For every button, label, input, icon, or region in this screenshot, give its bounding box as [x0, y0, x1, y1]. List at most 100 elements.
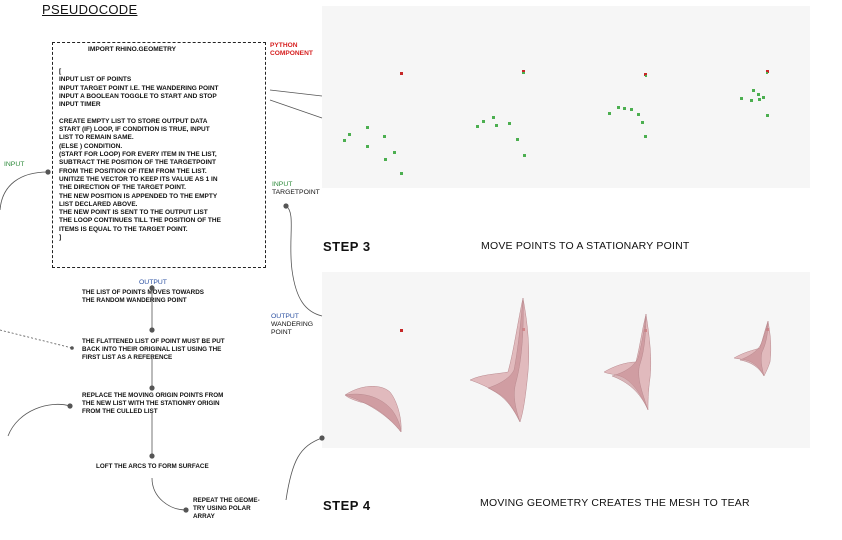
connector-node	[149, 327, 155, 333]
mesh-surface-1	[344, 386, 402, 433]
code-line: INPUT A BOOLEAN TOGGLE TO START AND STOP	[59, 92, 217, 100]
code-line: SUBTRACT THE POSITION OF THE TARGETPOINT	[59, 159, 216, 167]
flow-line: THE RANDOM WANDERING POINT	[82, 297, 187, 305]
code-line: THE NEW POINT IS SENT TO THE OUTPUT LIST	[59, 209, 208, 217]
list-point	[495, 124, 498, 127]
list-point	[750, 99, 753, 102]
list-point	[522, 72, 525, 74]
connector-side	[7, 403, 71, 437]
list-point	[758, 98, 761, 101]
mesh-surface-2-shade	[487, 297, 524, 423]
list-point	[766, 72, 768, 74]
list-point	[608, 112, 611, 115]
flow-step-1: THE LIST OF POINTS MOVES TOWARDS THE RAN…	[82, 289, 204, 305]
code-line: (ELSE ) CONDITION.	[59, 142, 123, 150]
list-point	[757, 93, 760, 96]
flow-line: REPEAT THE GEOME-	[193, 497, 260, 504]
connector-input	[0, 171, 49, 211]
mesh-surface-1-shade	[344, 393, 402, 433]
step3-caption: MOVE POINTS TO A STATIONARY POINT	[481, 240, 690, 252]
step4-viewport	[322, 272, 810, 448]
connector-step4	[285, 437, 323, 501]
output-wander-line: OUTPUT	[271, 313, 299, 320]
target-point	[400, 329, 403, 332]
input-target-line: TARGETPOINT	[272, 189, 320, 196]
list-point	[637, 113, 640, 116]
connector-python-2	[269, 99, 323, 119]
input-target-label: INPUT TARGETPOINT	[272, 181, 320, 197]
input-label: INPUT	[4, 161, 25, 168]
flow-line: LOFT THE ARCS TO FORM SURFACE	[96, 463, 209, 470]
flow-step-5: REPEAT THE GEOME- TRY USING POLAR ARRAY	[193, 497, 260, 522]
target-point	[522, 70, 525, 73]
connector-target	[285, 205, 323, 317]
list-point	[644, 135, 647, 138]
list-point	[762, 96, 765, 99]
code-line: (START FOR LOOP) FOR EVERY ITEM IN THE L…	[59, 151, 217, 158]
code-title: IMPORT RHINO.GEOMETRY	[88, 46, 177, 53]
target-point	[400, 72, 403, 75]
connector-node	[319, 435, 325, 441]
step4-caption: MOVING GEOMETRY CREATES THE MESH TO TEAR	[480, 497, 750, 509]
mesh-surface-4-shade	[739, 320, 769, 377]
flow-line: ARRAY	[193, 513, 215, 521]
input-target-line: INPUT	[272, 181, 293, 188]
list-point	[617, 106, 620, 109]
step3-label: STEP 3	[323, 239, 371, 254]
list-point	[740, 97, 743, 100]
target-point	[644, 73, 647, 76]
output-wander-line: POINT	[271, 329, 292, 336]
code-line: THE NEW POSITION IS APPENDED TO THE EMPT…	[59, 192, 218, 200]
output-label: OUTPUT	[139, 279, 167, 286]
code-line: THE DIRECTION OF THE TARGET POINT.	[59, 184, 186, 192]
list-point	[623, 107, 626, 110]
list-point	[343, 139, 346, 142]
mesh-surface-4	[733, 320, 772, 377]
flow-step-2: THE FLATTENED LIST OF POINT MUST BE PUT …	[82, 338, 225, 363]
pseudocode-box	[52, 42, 266, 268]
list-point	[393, 151, 396, 154]
list-point	[766, 114, 769, 117]
python-label: PYTHON COMPONENT	[270, 42, 313, 58]
code-line: INPUT TARGET POINT I.E. THE WANDERING PO…	[59, 84, 219, 92]
flow-line: THE LIST OF POINTS MOVES TOWARDS	[82, 289, 204, 296]
connector-dashed	[0, 329, 73, 349]
code-line: ITEMS IS EQUAL TO THE TARGET POINT.	[59, 225, 188, 233]
points-frame-2	[476, 70, 526, 157]
page-title: PSEUDOCODE	[42, 2, 138, 17]
connector-python	[269, 89, 323, 97]
list-point	[400, 172, 403, 175]
step3-viewport	[322, 6, 810, 188]
list-point	[482, 120, 485, 123]
list-point	[492, 116, 495, 119]
list-point	[383, 135, 386, 138]
connector-flow-4-5	[151, 477, 187, 511]
connector-node	[70, 346, 74, 350]
code-line: CREATE EMPTY LIST TO STORE OUTPUT DATA	[59, 117, 208, 125]
list-point	[508, 122, 511, 125]
output-wander-label: OUTPUT WANDERING POINT	[271, 313, 313, 337]
list-point	[516, 138, 519, 141]
flow-line: THE FLATTENED LIST OF POINT MUST BE PUT	[82, 338, 225, 345]
points-frame-1	[343, 72, 403, 175]
flow-line: TRY USING POLAR	[193, 505, 251, 513]
code-line: INPUT LIST OF POINTS	[59, 76, 132, 84]
connector-node	[45, 169, 51, 175]
output-wander-line: WANDERING	[271, 321, 314, 328]
mesh-surface-3-shade	[611, 313, 649, 411]
code-line: LIST DECLARED ABOVE.	[59, 200, 138, 208]
connector-node	[149, 285, 155, 291]
list-point	[476, 125, 479, 128]
code-line: UNITIZE THE VECTOR TO KEEP ITS VALUE AS …	[59, 175, 218, 183]
points-frame-4	[740, 70, 769, 117]
points-frame-3	[608, 73, 647, 138]
code-line: THE LOOP CONTINUES TILL THE POSITION OF …	[59, 217, 221, 225]
code-line: INPUT TIMER	[59, 101, 101, 109]
flow-line: BACK INTO THEIR ORIGINAL LIST USING THE	[82, 346, 222, 354]
connector-node	[149, 385, 155, 391]
python-label-line: COMPONENT	[270, 50, 313, 57]
list-point	[348, 133, 351, 136]
list-point	[752, 89, 755, 92]
step4-label: STEP 4	[323, 498, 371, 513]
